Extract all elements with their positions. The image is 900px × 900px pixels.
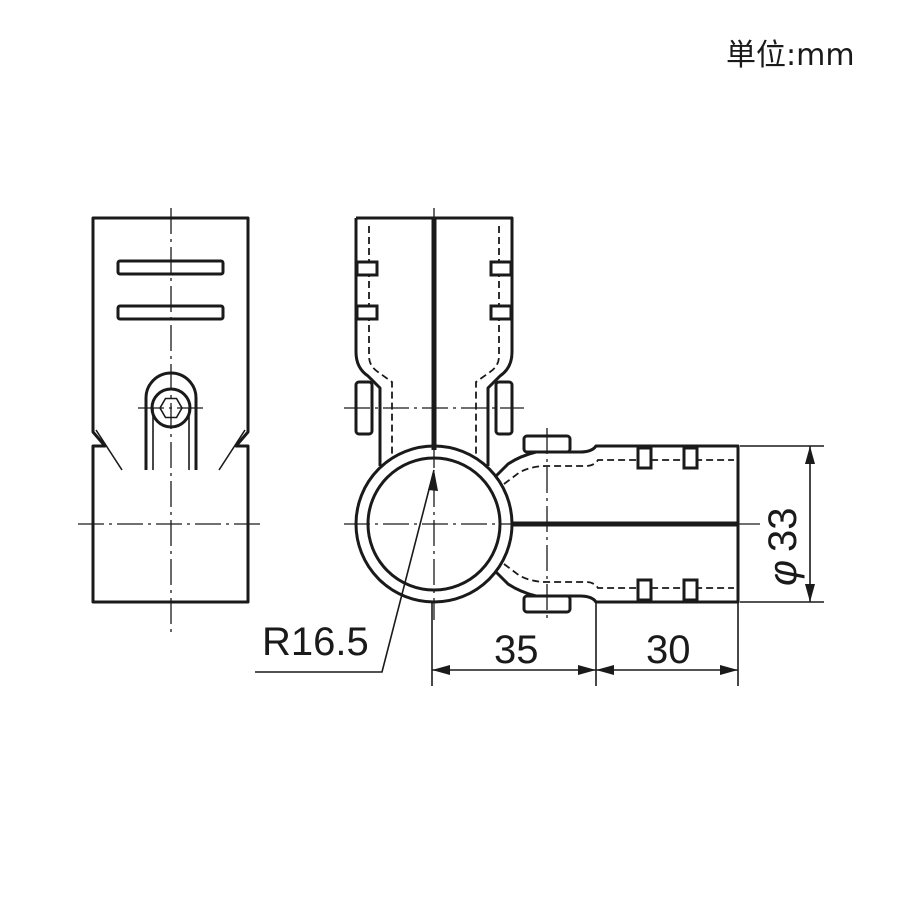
vertical-socket-outline-left xyxy=(354,218,382,466)
vertical-socket-hidden-left xyxy=(368,226,393,456)
vertical-socket-hidden-right xyxy=(475,226,500,456)
horizontal-notch-b2 xyxy=(682,578,699,602)
dimension-label-35: 35 xyxy=(494,628,539,672)
dim35-arrow-right xyxy=(578,665,596,675)
horizontal-socket-hidden-bottom xyxy=(503,563,734,589)
diameter-arrow-bottom xyxy=(805,584,815,602)
front-view xyxy=(78,208,262,634)
dimension-label-30: 30 xyxy=(646,628,691,672)
dimensions: R16.5 35 30 φ 33 xyxy=(255,445,824,686)
radius-arrowhead xyxy=(428,470,438,491)
dim30-arrow-right xyxy=(720,665,738,675)
radius-label: R16.5 xyxy=(262,620,369,664)
front-view-notch-left xyxy=(95,429,123,471)
horizontal-socket-hidden-top xyxy=(503,459,734,485)
diameter-label: φ 33 xyxy=(761,508,805,587)
dim30-arrow-left xyxy=(596,665,614,675)
diameter-arrow-top xyxy=(805,446,815,464)
horizontal-notch-b1 xyxy=(636,578,653,602)
vertical-notch-l1 xyxy=(355,260,379,277)
unit-label: 単位:mm xyxy=(726,38,855,73)
side-view xyxy=(344,208,760,620)
diameter-symbol: φ xyxy=(761,560,805,586)
vertical-notch-r1 xyxy=(489,260,513,277)
front-view-notch-right xyxy=(218,429,246,471)
dim35-arrow-left xyxy=(432,665,450,675)
vertical-notch-l2 xyxy=(355,304,379,321)
vertical-socket-outline xyxy=(356,216,514,466)
diameter-value: 33 xyxy=(761,508,805,553)
radius-leader xyxy=(255,469,435,673)
horizontal-notch-t1 xyxy=(636,446,653,470)
vertical-notch-r2 xyxy=(489,304,513,321)
horizontal-notch-t2 xyxy=(682,446,699,470)
front-view-outline xyxy=(91,216,250,604)
